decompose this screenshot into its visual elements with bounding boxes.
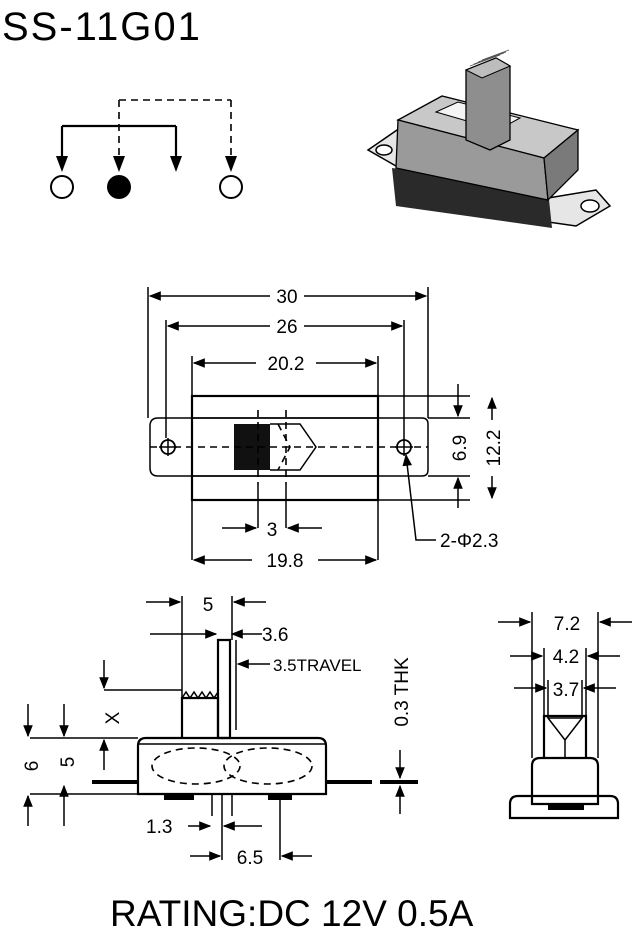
dim-pin-pitch: 6.5 [237, 848, 263, 869]
dim-actuator-width: 3 [267, 520, 278, 541]
terminal-common [107, 175, 131, 199]
dim-overall-length: 30 [276, 287, 297, 308]
dim-end-width-outer: 7.2 [554, 614, 580, 635]
dim-plate-thickness: 0.3 THK [392, 657, 413, 727]
dim-height-6: 6 [22, 761, 43, 772]
dim-height-x: X [103, 711, 124, 724]
terminal-open-right [219, 175, 243, 199]
dim-housing-length: 20.2 [268, 354, 305, 375]
dim-actuator-total: 5 [203, 595, 214, 616]
dim-travel: 3.5TRAVEL [273, 656, 362, 675]
dim-bottom-length: 19.8 [267, 551, 304, 572]
terminal-open-left [50, 175, 74, 199]
dim-height-5: 5 [58, 757, 79, 768]
switch-schematic [50, 99, 243, 199]
switch-3d-illustration [366, 49, 612, 228]
dim-end-width-inner: 3.7 [553, 680, 579, 701]
top-view-drawing [148, 287, 492, 560]
dim-end-width-mid: 4.2 [553, 647, 579, 668]
electrical-rating: RATING:DC 12V 0.5A [110, 893, 474, 934]
part-number-title: SS-11G01 [2, 5, 202, 49]
dim-overall-width: 12.2 [484, 430, 505, 467]
dim-pin-offset: 1.3 [146, 817, 172, 838]
dim-actuator-thickness: 3.6 [262, 625, 288, 646]
dim-mount-hole-spacing: 26 [276, 317, 297, 338]
hole-callout: 2-Φ2.3 [440, 531, 498, 552]
side-view-drawing [23, 596, 418, 861]
dim-housing-width: 6.9 [450, 435, 471, 461]
end-view-drawing [498, 612, 632, 820]
